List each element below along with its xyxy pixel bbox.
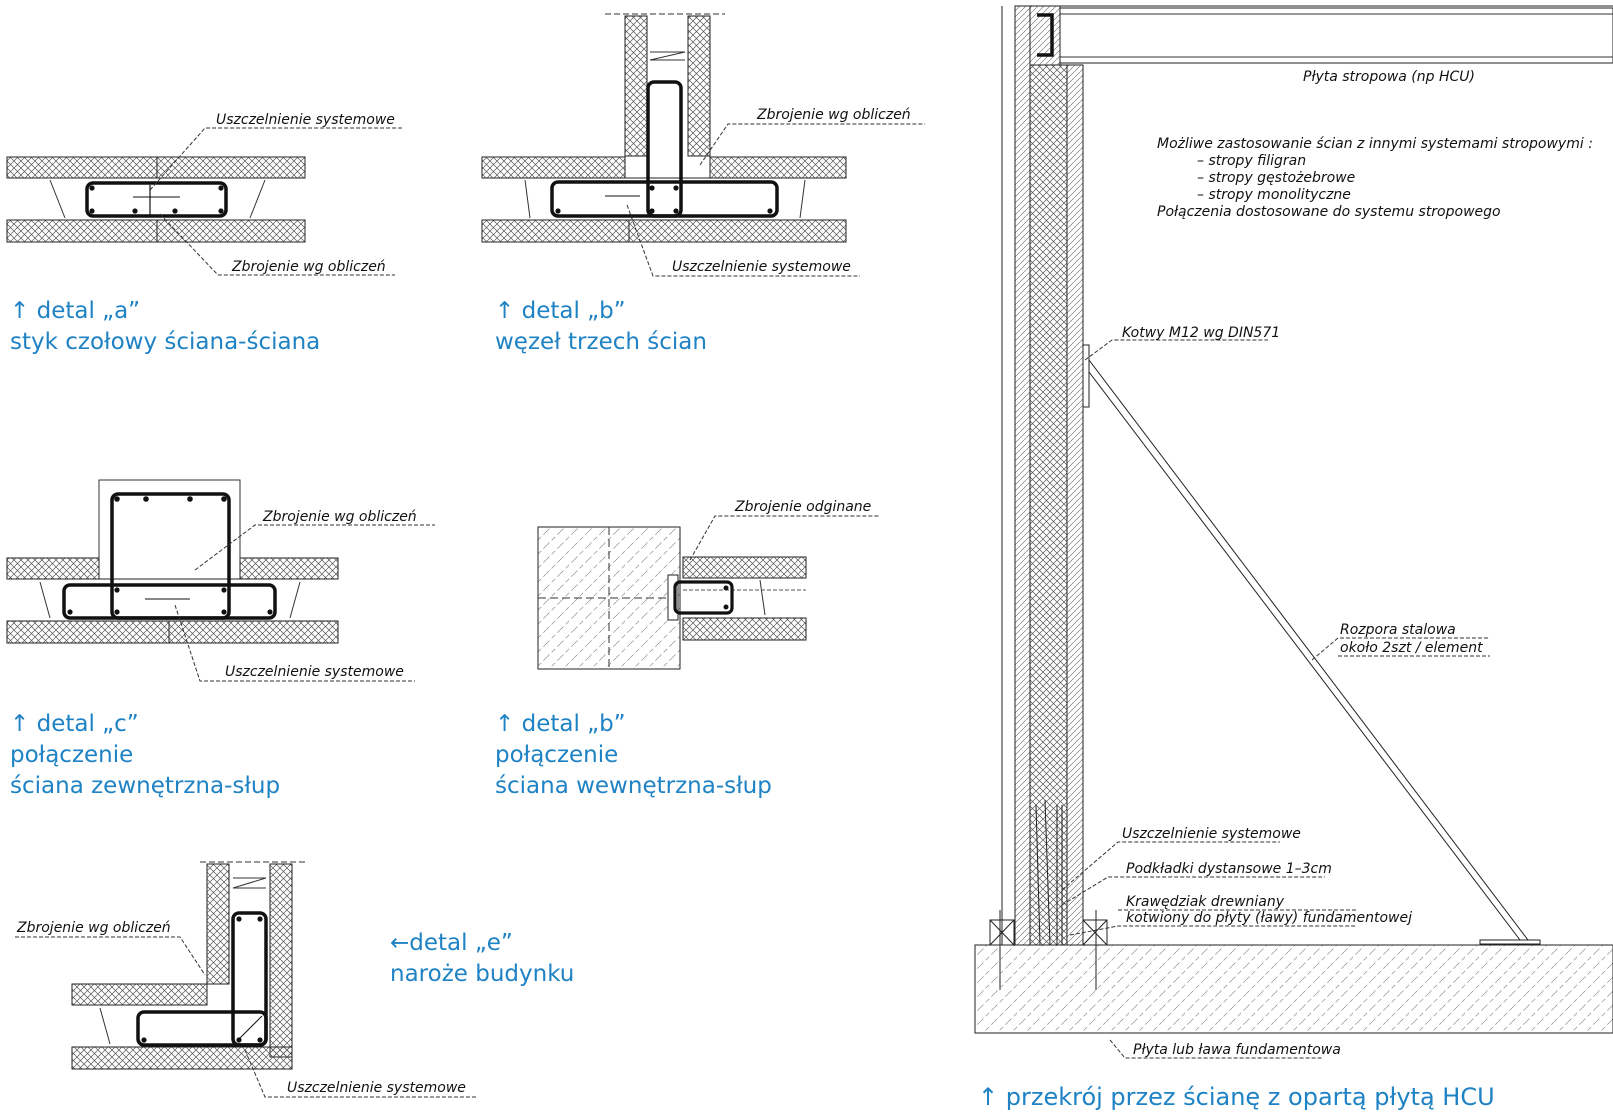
detail-c-seal-label: Uszczelnienie systemowe bbox=[225, 664, 404, 680]
detail-d-title: detal „b” bbox=[521, 711, 626, 737]
detail-c-rebar-label: Zbrojenie wg obliczeń bbox=[262, 509, 417, 525]
detail-c-caption: ↑ detal „c” połączenie ściana zewnętrzna… bbox=[10, 709, 280, 802]
detail-b-rebar-label: Zbrojenie wg obliczeń bbox=[756, 107, 911, 123]
section-foundation-label: Płyta lub ława fundamentowa bbox=[1133, 1042, 1341, 1058]
detail-c-subtitle-1: połączenie bbox=[10, 742, 134, 768]
section-timber-label-1: Krawędziak drewniany bbox=[1126, 894, 1285, 910]
detail-e-title: detal „e” bbox=[409, 930, 513, 956]
up-arrow-icon: ↑ bbox=[10, 298, 30, 324]
section-note-item-2: – stropy gęstożebrowe bbox=[1197, 170, 1355, 186]
detail-b-title: detal „b” bbox=[521, 298, 626, 324]
detail-c-title: detal „c” bbox=[36, 711, 139, 737]
detail-e-seal-label: Uszczelnienie systemowe bbox=[287, 1080, 466, 1096]
section-note-item-1: – stropy filigran bbox=[1197, 153, 1306, 169]
detail-e-caption: ←detal „e” naroże budynku bbox=[390, 928, 574, 990]
detail-d-rebar-label: Zbrojenie odginane bbox=[734, 499, 871, 515]
detail-a-subtitle: styk czołowy ściana-ściana bbox=[10, 329, 321, 355]
section-seal-label: Uszczelnienie systemowe bbox=[1122, 826, 1301, 842]
detail-a-caption: ↑ detal „a” styk czołowy ściana-ściana bbox=[10, 296, 320, 358]
detail-a-rebar-label: Zbrojenie wg obliczeń bbox=[231, 259, 386, 275]
section-spacers-label: Podkładki dystansowe 1–3cm bbox=[1126, 861, 1332, 877]
up-arrow-icon: ↑ bbox=[495, 711, 515, 737]
section-brace-label-2: około 2szt / element bbox=[1340, 640, 1483, 656]
detail-d-drawing: Zbrojenie odginane bbox=[537, 499, 880, 670]
detail-a-drawing: Uszczelnienie systemowe Zbrojenie wg obl… bbox=[6, 112, 402, 276]
detail-b-drawing: Zbrojenie wg obliczeń Uszczelnienie syst… bbox=[481, 13, 925, 277]
left-arrow-icon: ← bbox=[390, 930, 410, 956]
detail-d-subtitle-2: ściana wewnętrzna-słup bbox=[495, 773, 772, 799]
detail-b-caption: ↑ detal „b” węzeł trzech ścian bbox=[495, 296, 707, 358]
detail-e-rebar-label: Zbrojenie wg obliczeń bbox=[16, 920, 171, 936]
detail-a-title: detal „a” bbox=[36, 298, 141, 324]
detail-e-subtitle: naroże budynku bbox=[390, 961, 575, 987]
section-slab-label: Płyta stropowa (np HCU) bbox=[1303, 69, 1475, 85]
detail-e-drawing: Zbrojenie wg obliczeń Uszczelnienie syst… bbox=[15, 861, 478, 1098]
up-arrow-icon: ↑ bbox=[978, 1083, 999, 1111]
detail-b-seal-label: Uszczelnienie systemowe bbox=[672, 259, 851, 275]
detail-b-subtitle: węzeł trzech ścian bbox=[495, 329, 707, 355]
detail-c-drawing: Zbrojenie wg obliczeń Uszczelnienie syst… bbox=[6, 479, 435, 682]
section-note-footer: Połączenia dostosowane do systemu stropo… bbox=[1157, 204, 1501, 220]
section-timber-label-2: kotwiony do płyty (ławy) fundamentowej bbox=[1126, 910, 1412, 926]
section-note-title: Możliwe zastosowanie ścian z innymi syst… bbox=[1157, 136, 1593, 152]
detail-d-subtitle-1: połączenie bbox=[495, 742, 619, 768]
detail-d-caption: ↑ detal „b” połączenie ściana wewnętrzna… bbox=[495, 709, 772, 802]
up-arrow-icon: ↑ bbox=[495, 298, 515, 324]
section-anchors-label: Kotwy M12 wg DIN571 bbox=[1122, 325, 1280, 341]
section-title: przekrój przez ścianę z opartą płytą HCU bbox=[1005, 1083, 1495, 1111]
section-note-item-3: – stropy monolityczne bbox=[1197, 187, 1351, 203]
section-caption: ↑ przekrój przez ścianę z opartą płytą H… bbox=[978, 1082, 1495, 1113]
section-drawing: Płyta stropowa (np HCU) Możliwe zastosow… bbox=[974, 5, 1613, 1059]
detail-c-subtitle-2: ściana zewnętrzna-słup bbox=[10, 773, 281, 799]
detail-a-seal-label: Uszczelnienie systemowe bbox=[216, 112, 395, 128]
up-arrow-icon: ↑ bbox=[10, 711, 30, 737]
section-brace-label-1: Rozpora stalowa bbox=[1340, 622, 1456, 638]
